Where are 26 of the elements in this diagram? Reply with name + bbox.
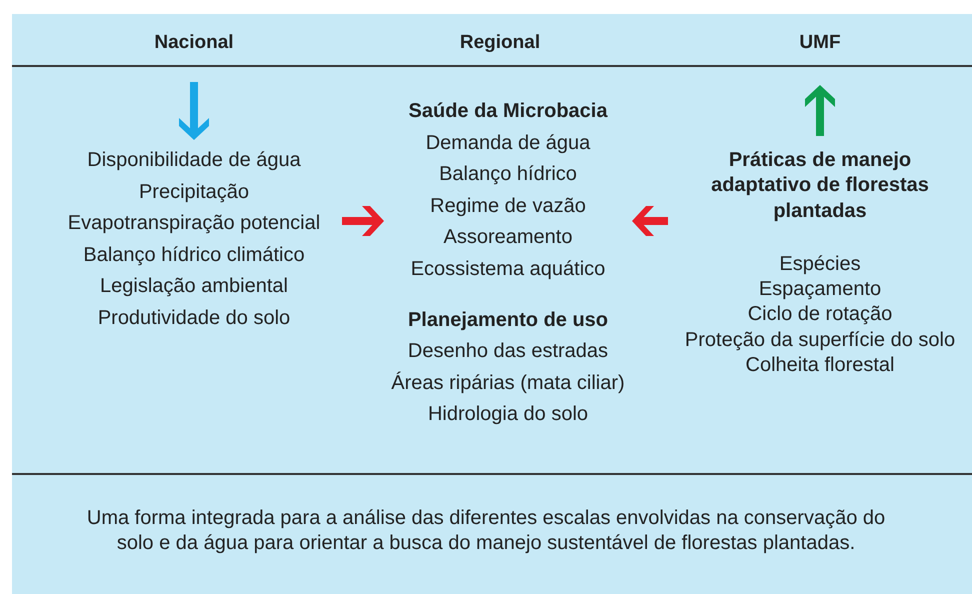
list-item: Hidrologia do solo bbox=[426, 402, 590, 428]
section-heading: Planejamento de uso bbox=[406, 308, 610, 333]
list-item: Proteção da superfície do solo bbox=[684, 328, 956, 352]
list-item: Espaçamento bbox=[758, 277, 882, 302]
caption: Uma forma integrada para a análise das diferentes escalas envolvidas na conservação do solo e da água para orientar a busca do manejo sustentável de florestas plantadas. bbox=[86, 506, 886, 556]
list-item: Desenho das estradas bbox=[406, 339, 610, 364]
list-item: Evapotranspiração potencial bbox=[66, 211, 322, 236]
list-item: Ecossistema aquático bbox=[410, 256, 606, 282]
list-item: Produtividade do solo bbox=[96, 306, 292, 331]
list-item: Espécies bbox=[778, 252, 862, 277]
section-heading: Práticas de manejo adaptativo de florestas plantadas bbox=[710, 148, 930, 224]
list-item: Legislação ambiental bbox=[99, 274, 289, 300]
list-item: Balanço hídrico climático bbox=[82, 242, 306, 268]
list-item: Demanda de água bbox=[424, 130, 592, 156]
list-item: Ciclo de rotação bbox=[746, 302, 894, 328]
list-item: Disponibilidade de água bbox=[86, 148, 302, 173]
list-item: Assoreamento bbox=[442, 225, 574, 250]
list-item: Colheita florestal bbox=[744, 352, 896, 378]
list-item: Áreas ripárias (mata ciliar) bbox=[390, 370, 626, 396]
column-heading: Nacional bbox=[154, 32, 234, 54]
column-heading: Regional bbox=[460, 32, 540, 54]
list-item: Regime de vazão bbox=[429, 194, 587, 219]
list-item: Balanço hídrico bbox=[438, 162, 578, 188]
list-item: Precipitação bbox=[138, 180, 250, 205]
section-heading: Saúde da Microbacia bbox=[408, 99, 609, 124]
column-heading: UMF bbox=[799, 32, 841, 54]
